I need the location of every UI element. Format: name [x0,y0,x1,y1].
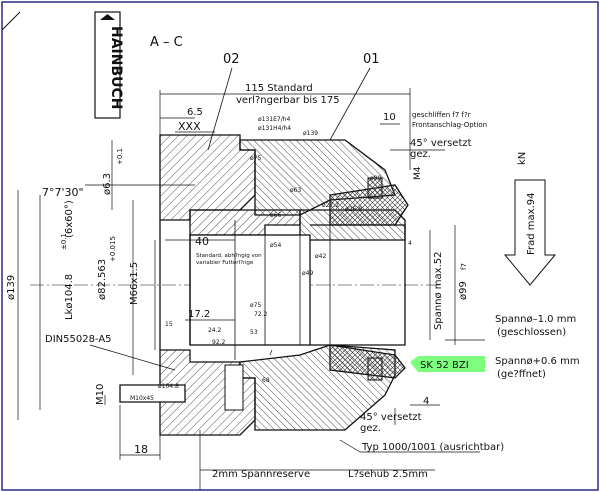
note-front-stop: Frontanschlag-Option [412,121,487,129]
part-01-label: 01 [363,52,380,67]
dim-m10: M10 [95,384,106,405]
dim-tol-0-015: +0.015 [109,236,117,262]
dim-75-lower: ø75 [250,302,261,309]
note-45-bottom: 45° versetzt [360,412,422,423]
note-45-top: 45° versetzt [410,138,472,149]
logo-text: HAINBUCH [108,26,124,110]
dim-4-bottom: 4 [423,396,429,407]
dim-clamp-max-52: Spannø max.52 [433,252,444,331]
dim-24-2: 24.2 [208,327,222,334]
note-clamp-minus: Spannø–1.0 mm [495,314,576,325]
frad-arrow [503,179,557,286]
dim-m4: M4 [413,166,423,180]
dim-99-f7: ø99 [458,281,469,300]
dim-54: ø54 [270,242,281,249]
note-ground-f7: geschliffen f7 f?r [412,111,471,119]
note-open: (ge?ffnet) [497,369,546,380]
note-release-stroke: L?sehub 2.5mm [348,469,428,480]
dim-92-2: 92.2 [212,339,226,346]
dim-15: 15 [165,321,173,328]
dim-49: ø49 [302,270,313,277]
chuck-body [119,134,409,436]
dim-lk-104-8: Lkø104.8 [64,274,75,320]
dim-adjustable: verl?ngerbar bis 175 [236,95,340,106]
dim-139-side: ø139 [6,275,17,300]
note-standard-1: Standard, abh?ngig von [196,253,262,259]
dim-6-3: ø6.3 [102,173,113,195]
dim-4-right: 4 [408,240,412,247]
section-label: A – C [150,35,183,50]
dim-m66: M66x1.5 [129,262,140,305]
dim-40: 40 [195,235,209,248]
dim-104-8: ø104.8 [158,383,179,390]
dim-18: 18 [134,443,148,456]
note-standard-2: variabler Futterl?nge [196,260,254,266]
dim-f7: f7 [460,263,468,270]
note-clamp-plus: Spannø+0.6 mm [495,356,580,367]
note-closed: (geschlossen) [497,327,566,338]
sk-highlight [410,356,485,372]
dim-lk-6x60: (6x60°) [64,200,75,238]
label-sk-52-bzi: SK 52 BZI [420,360,469,371]
hainbuch-logo: HAINBUCH [94,11,124,119]
dim-66: ø66 [270,212,281,219]
dim-17-2: 17.2 [188,309,210,320]
note-gez-top: gez. [410,149,431,160]
dim-131e7: ø131E7/h4 [258,116,291,123]
dim-26-8: ø26.8 [345,206,362,213]
dim-82-563: ø82.563 [97,259,108,300]
dim-angle-7-7-30: 7°7'30" [42,186,84,199]
dim-131h4: ø131H4/h4 [258,125,291,132]
label-kn: kN [517,152,528,165]
part-02-label: 02 [223,52,240,67]
dim-xxx: XXX [178,120,201,133]
label-frad: Frad max.94 [526,193,537,255]
dim-10: 10 [383,112,396,123]
dim-75-top: ø75 [250,155,261,162]
dim-27-2: ø27.2 [322,202,339,209]
dim-99-small: ø99 [370,175,381,182]
dim-lk-tol: ±0.1 [60,233,68,250]
dim-m10x45: M10x45 [130,395,154,402]
dim-42: ø42 [315,253,326,260]
label-din55028: DIN55028-A5 [45,334,112,345]
note-clamp-reserve: 2mm Spannreserve [212,469,310,480]
dim-6-5: 6.5 [187,107,203,118]
note-gez-bottom: gez. [360,423,381,434]
dim-tol-0-1: +0.1 [116,148,124,165]
dim-72-2: 72.2 [254,311,268,318]
dim-139-top: ø139 [303,130,318,137]
dim-63: ø63 [290,187,301,194]
dim-68: 68 [262,377,270,384]
dimension-lines [17,88,485,490]
label-type-1000: Typ 1000/1001 (ausrichtbar) [361,442,504,453]
dim-115-standard: 115 Standard [245,83,313,94]
dim-53: 53 [250,329,258,336]
